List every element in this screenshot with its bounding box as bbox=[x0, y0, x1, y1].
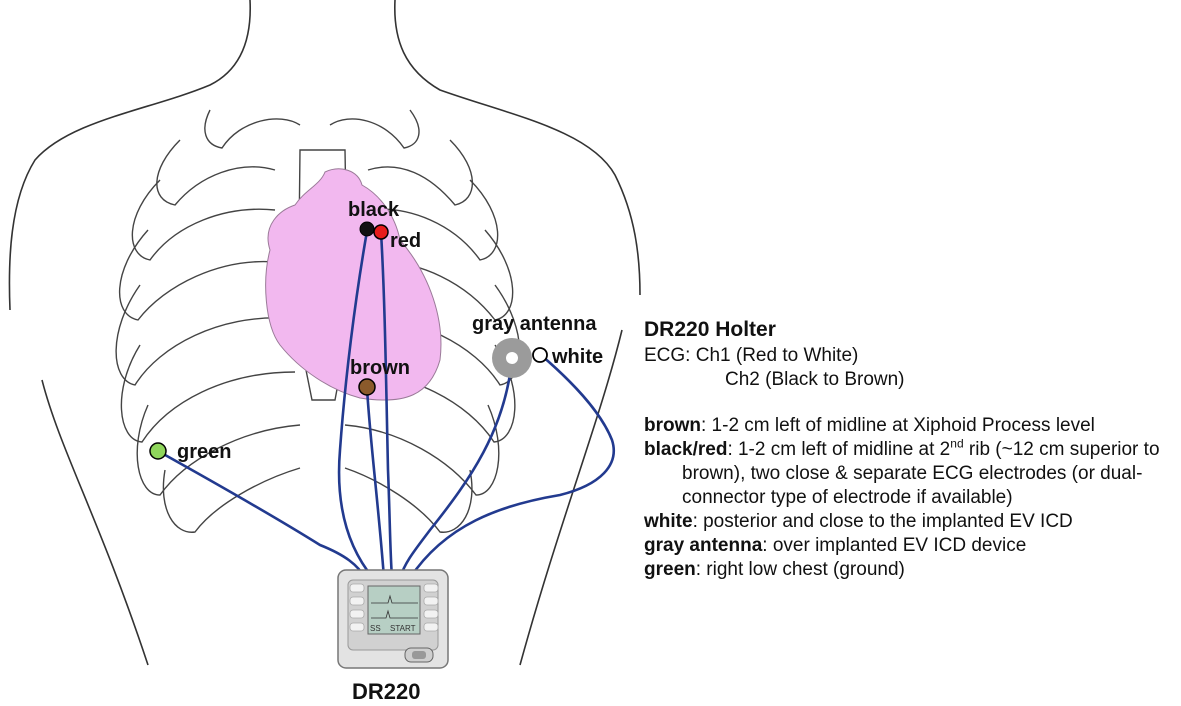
info-title: DR220 Holter bbox=[644, 318, 1179, 342]
note-green: green: right low chest (ground) bbox=[644, 558, 1179, 582]
white-electrode bbox=[533, 348, 547, 362]
device-label: DR220 bbox=[352, 679, 420, 704]
red-label: red bbox=[390, 230, 421, 252]
note-text: : right low chest (ground) bbox=[696, 559, 905, 580]
placement-notes: brown: 1-2 cm left of midline at Xiphoid… bbox=[644, 414, 1179, 582]
red-electrode bbox=[374, 225, 388, 239]
note-term: green bbox=[644, 559, 696, 580]
device-screen-ss: SS bbox=[370, 624, 381, 633]
black-electrode bbox=[360, 222, 374, 236]
note-white: white: posterior and close to the implan… bbox=[644, 510, 1179, 534]
info-panel: DR220 Holter ECG: Ch1 (Red to White) Ch2… bbox=[644, 318, 1179, 582]
device-screen-start: START bbox=[390, 624, 416, 633]
note-text: : 1-2 cm left of midline at Xiphoid Proc… bbox=[701, 415, 1095, 436]
note-term: white bbox=[644, 511, 693, 532]
ecg-channel-1: ECG: Ch1 (Red to White) bbox=[644, 344, 1179, 368]
brown-label: brown bbox=[350, 357, 410, 379]
white-label: white bbox=[551, 346, 603, 368]
note-brown: brown: 1-2 cm left of midline at Xiphoid… bbox=[644, 414, 1179, 438]
note-text: : over implanted EV ICD device bbox=[762, 535, 1026, 556]
note-term: black/red bbox=[644, 439, 727, 460]
note-black-red: black/red: 1-2 cm left of midline at 2nd… bbox=[644, 438, 1179, 510]
ecg-channel-2: Ch2 (Black to Brown) bbox=[725, 368, 1179, 392]
note-superscript: nd bbox=[950, 437, 963, 451]
green-electrode bbox=[150, 443, 166, 459]
note-text: : posterior and close to the implanted E… bbox=[693, 511, 1073, 532]
note-text: : 1-2 cm left of midline at 2 bbox=[727, 439, 950, 460]
dr220-device: SS START bbox=[338, 570, 448, 668]
note-gray-antenna: gray antenna: over implanted EV ICD devi… bbox=[644, 534, 1179, 558]
note-term: gray antenna bbox=[644, 535, 762, 556]
note-term: brown bbox=[644, 415, 701, 436]
green-label: green bbox=[177, 441, 231, 463]
gray-antenna-ring bbox=[492, 338, 532, 378]
brown-electrode bbox=[359, 379, 375, 395]
gray-antenna-label: gray antenna bbox=[472, 313, 597, 335]
black-label: black bbox=[348, 199, 400, 221]
